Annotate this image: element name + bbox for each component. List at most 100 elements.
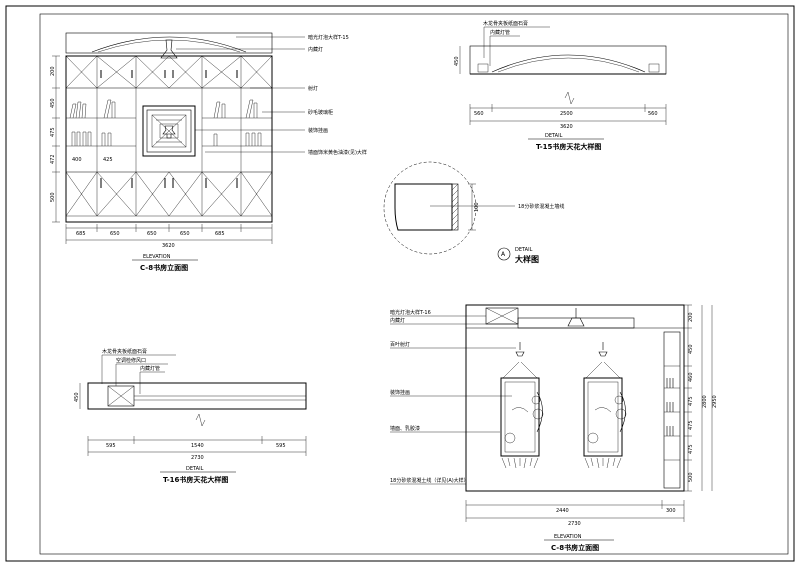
front-dim-v-3: 472 xyxy=(50,154,56,164)
ceiling-detail-bottom: 木龙骨夹板纸面石膏 空调检修风口 内藏灯管 595 1540 595 2730 … xyxy=(74,348,307,484)
cbot-side-dim: 450 xyxy=(74,392,80,402)
front-dim-v-1: 450 xyxy=(50,98,56,108)
front-dim-h-2: 650 xyxy=(147,231,157,237)
ctop-dim-0: 560 xyxy=(474,111,484,117)
side-vdim-ticks xyxy=(684,304,692,492)
front-leaders xyxy=(176,36,305,153)
side-leaders xyxy=(390,315,518,485)
side-dim-v-5: 475 xyxy=(688,444,694,454)
front-painting-inner xyxy=(146,109,192,153)
side-dim-v-3: 475 xyxy=(688,396,694,406)
cbot-title: T-16书房天花大样图 xyxy=(163,475,228,484)
front-painting-frame xyxy=(142,105,196,157)
side-title: C-8书房立面图 xyxy=(551,543,599,552)
side-ceiling-band xyxy=(517,317,635,329)
front-shelf-dim-0: 400 xyxy=(72,157,82,163)
detail-a-profile xyxy=(394,183,453,231)
ctop-dim-1: 2500 xyxy=(560,111,573,117)
detail-a-marker-circle xyxy=(497,247,511,261)
ceiling-detail-top: 560 2500 560 3620 450 木龙骨夹板纸面石膏 内藏灯管 DET… xyxy=(454,20,667,151)
front-dim-h-0: 685 xyxy=(76,231,86,237)
front-shelves-left xyxy=(66,99,136,147)
side-note-5: 18分砂浆混凝土线（详见(A)大样） xyxy=(390,477,469,484)
side-dim-h-0: 2440 xyxy=(556,508,569,514)
front-painting-inner2 xyxy=(151,114,187,148)
side-room xyxy=(465,304,685,492)
front-note-3: 砂毛玻璃柜 xyxy=(308,109,333,116)
front-note-2: 射灯 xyxy=(308,85,318,92)
ctop-leaders xyxy=(483,26,550,66)
side-dim-ticks xyxy=(465,500,685,522)
front-dim-h-3: 650 xyxy=(180,231,190,237)
side-dim-v-right: 2950 xyxy=(712,395,718,408)
front-shelf-dim-1: 425 xyxy=(103,157,113,163)
front-dim-v-0: 200 xyxy=(50,66,56,76)
ctop-lamp-left xyxy=(477,63,489,73)
side-ceiling-box-x xyxy=(485,307,519,325)
cbot-dim-1: 1540 xyxy=(191,443,204,449)
detail-a-hatch xyxy=(451,183,459,231)
front-title: C-8书房立面图 xyxy=(140,263,188,272)
side-painting-right xyxy=(583,361,627,469)
front-vault-band xyxy=(65,32,273,54)
cbot-dim-total: 2730 xyxy=(191,455,204,461)
side-shelf-lines xyxy=(664,365,680,461)
cbot-subtitle: DETAIL xyxy=(186,466,204,472)
side-note-1: 内藏灯 xyxy=(390,317,405,324)
front-handles xyxy=(100,70,238,188)
front-lower-diagonals xyxy=(65,171,273,217)
side-dim-v-6: 500 xyxy=(688,472,694,482)
side-pendant xyxy=(567,308,585,327)
elevation-side: 200 450 460 475 475 475 500 2800 2950 24… xyxy=(390,304,718,552)
side-subtitle: ELEVATION xyxy=(554,534,582,540)
ctop-arc-inner xyxy=(497,57,640,73)
ctop-dim-2: 560 xyxy=(648,111,658,117)
side-spot-left xyxy=(515,342,525,357)
ctop-subtitle: DETAIL xyxy=(545,133,563,139)
detail-a: 100 18分砂浆混凝土墙线 A DETAIL 大样图 xyxy=(383,161,564,264)
sheet-border-outer xyxy=(5,5,795,562)
front-subtitle: ELEVATION xyxy=(143,254,171,260)
front-note-5: 墙面饰米黄色油漆(见)大样 xyxy=(308,149,367,156)
front-dim-h-1: 650 xyxy=(110,231,120,237)
ctop-dim-total: 3620 xyxy=(560,124,573,130)
side-dim-v-4: 475 xyxy=(688,420,694,430)
side-note-2: 百叶射灯 xyxy=(390,341,410,348)
side-note-0: 暗光灯泡大样T-16 xyxy=(390,309,431,316)
cbot-dim-2: 595 xyxy=(276,443,286,449)
detail-a-subtitle: DETAIL xyxy=(515,247,533,253)
ctop-title: T-15书房天花大样图 xyxy=(536,142,601,151)
ctop-slab xyxy=(469,45,667,75)
ctop-break xyxy=(564,91,575,105)
side-note-4: 墙面、乳胶漆 xyxy=(390,425,420,432)
detail-a-circle xyxy=(383,161,477,255)
side-dim-h-1: 300 xyxy=(666,508,676,514)
detail-a-marker: A xyxy=(501,251,506,258)
detail-a-dim: 100 xyxy=(474,202,480,212)
front-vault-arc-inner xyxy=(97,39,241,53)
cbot-note-0: 木龙骨夹板纸面石膏 xyxy=(102,348,147,355)
side-note-3: 装饰挂画 xyxy=(390,389,410,396)
side-dim-v-2: 460 xyxy=(688,372,694,382)
ctop-note-0: 木龙骨夹板纸面石膏 xyxy=(483,20,528,27)
front-note-1: 内藏灯 xyxy=(308,46,323,53)
detail-a-wall xyxy=(451,183,459,231)
ctop-note-1: 内藏灯管 xyxy=(490,29,510,36)
ctop-side-dim: 450 xyxy=(454,56,460,66)
side-dim-v-0: 200 xyxy=(688,312,694,322)
cbot-note-2: 内藏灯管 xyxy=(140,365,160,372)
front-dim-total: 3620 xyxy=(162,243,175,249)
ctop-arc xyxy=(491,54,646,73)
front-shelves-right xyxy=(202,99,272,147)
cbot-dim-0: 595 xyxy=(106,443,116,449)
front-note-0: 暗光灯泡大样T-15 xyxy=(308,34,349,41)
front-dim-ticks xyxy=(65,224,273,244)
side-shelf-unit xyxy=(663,331,681,489)
side-dim-v-total: 2800 xyxy=(702,395,708,408)
front-note-4: 装饰挂画 xyxy=(308,127,328,134)
front-painting-pattern xyxy=(151,114,187,148)
front-dim-v-2: 475 xyxy=(50,127,56,137)
front-vase xyxy=(162,125,176,139)
